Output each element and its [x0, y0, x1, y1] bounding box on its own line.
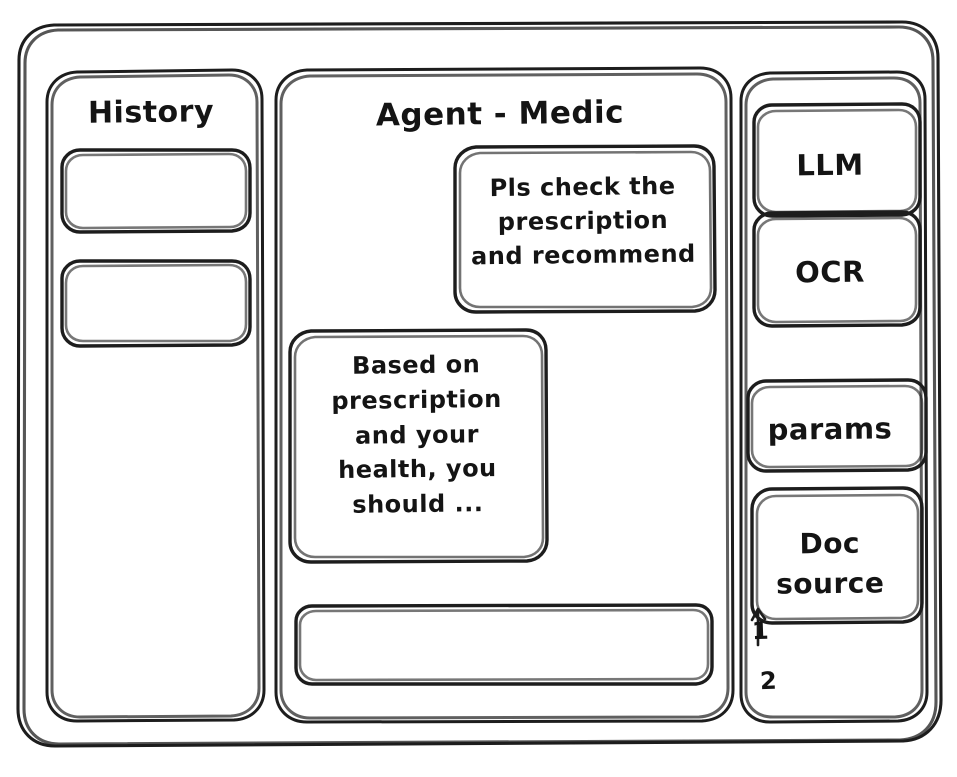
tool-ocr-label: OCR — [794, 254, 866, 290]
agent-panel-title: Agent - Medic — [375, 94, 625, 134]
history-item-2[interactable] — [62, 261, 252, 346]
tool-params-label: params — [767, 411, 893, 447]
tool-llm-label: LLM — [796, 147, 864, 183]
agent-message-text: Based on prescription and your health, y… — [331, 350, 502, 519]
tool-doc-source-label: Doc source — [775, 526, 885, 601]
user-message-text: Pls check the prescription and recommend — [470, 171, 696, 271]
message-input[interactable] — [296, 605, 713, 685]
doc-source-item-2[interactable]: 2 — [759, 666, 778, 696]
history-panel-title: History — [87, 94, 215, 131]
doc-source-item-1[interactable]: 1 — [751, 616, 770, 646]
history-item-1[interactable] — [62, 150, 252, 232]
